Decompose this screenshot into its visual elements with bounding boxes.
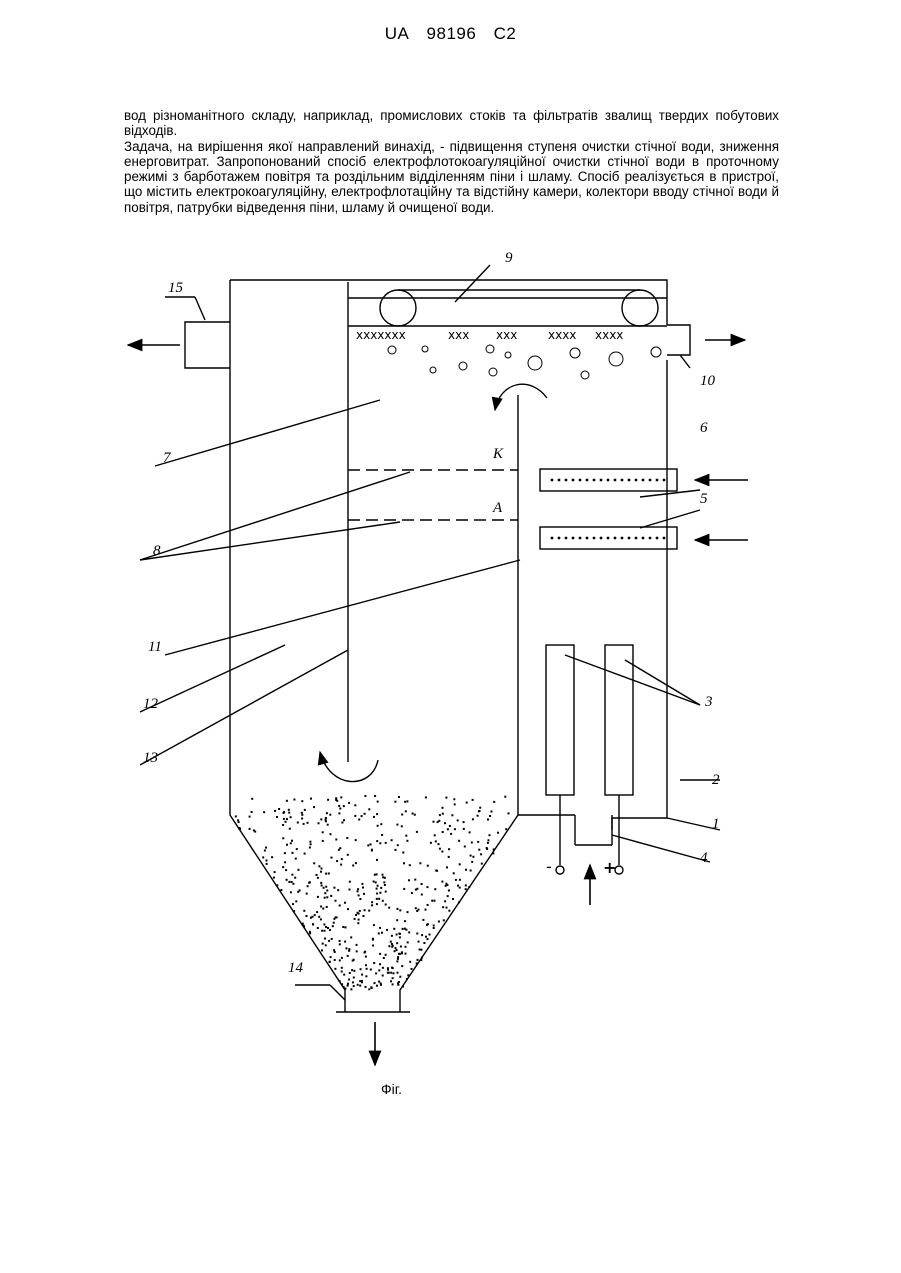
- vessel-outer-top: [230, 280, 667, 325]
- svg-text:xxxx: xxxx: [595, 328, 623, 342]
- label-10: 10: [700, 373, 716, 389]
- label-1: 1: [712, 816, 720, 832]
- label-5: 5: [700, 491, 708, 507]
- label-14: 14: [288, 960, 304, 976]
- svg-text:xxxx: xxxx: [548, 328, 576, 342]
- label-15: 15: [168, 280, 184, 296]
- label-A: А: [492, 500, 503, 516]
- label-3: 3: [704, 694, 713, 710]
- label-plus: +: [603, 858, 616, 877]
- label-minus: -: [546, 857, 552, 876]
- electrode-left: [546, 645, 574, 795]
- label-2: 2: [712, 772, 720, 788]
- label-12: 12: [143, 696, 159, 712]
- label-K: К: [492, 446, 504, 462]
- label-11: 11: [148, 639, 162, 655]
- label-7: 7: [163, 450, 172, 466]
- label-13: 13: [143, 750, 158, 766]
- vessel-cone-right: [400, 815, 518, 1012]
- label-6: 6: [700, 420, 708, 436]
- svg-text:xxx: xxx: [496, 328, 517, 342]
- svg-text:xxxxxxx: xxxxxxx: [356, 328, 406, 342]
- figure-caption: Фіг.: [381, 1081, 402, 1097]
- svg-text:xxx: xxx: [448, 328, 469, 342]
- vessel-outer-left-wall: [230, 280, 345, 1012]
- label-9: 9: [505, 250, 513, 266]
- label-4: 4: [700, 850, 708, 866]
- electrode-right: [605, 645, 633, 795]
- vessel-right-wall: [612, 360, 667, 830]
- label-8: 8: [153, 543, 161, 559]
